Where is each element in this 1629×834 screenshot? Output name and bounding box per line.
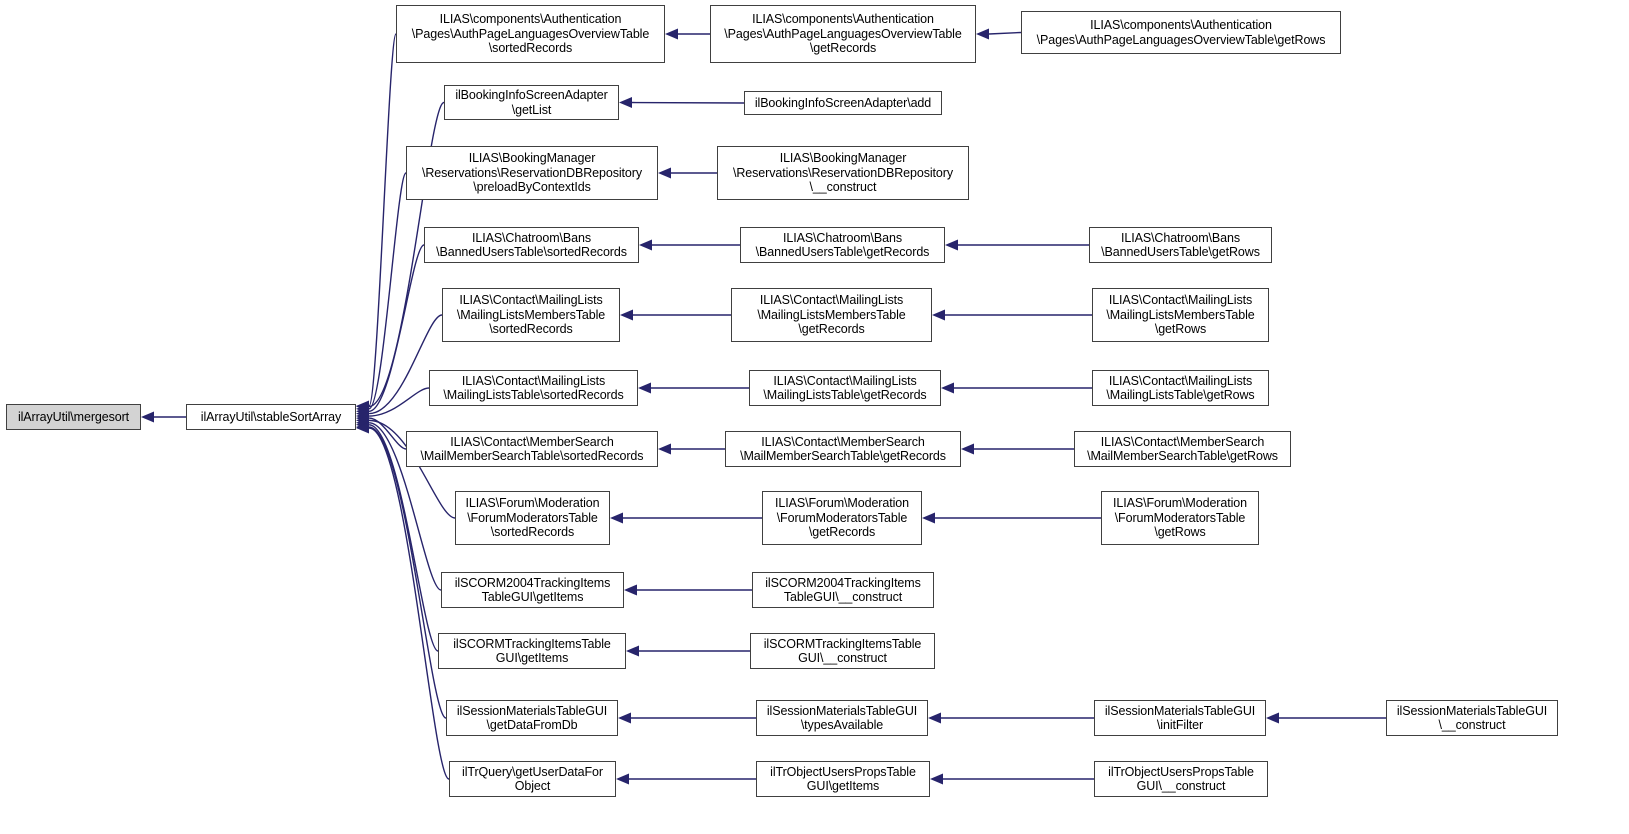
graph-node-mergesort[interactable]: ilArrayUtil\mergesort (6, 404, 141, 430)
graph-node-scorm_getItems[interactable]: ilSCORMTrackingItemsTable GUI\getItems (438, 633, 626, 669)
edge-bm_preload-to-stableSortArray (368, 172, 407, 410)
edge-arrow-auth_getRecords (665, 28, 678, 40)
edge-arrow-scorm_construct (626, 645, 639, 657)
edge-arrow-trquery_getUserData (356, 422, 369, 434)
edge-booking_getList-to-stableSortArray (368, 101, 445, 408)
graph-node-mlm_getRows[interactable]: ILIAS\Contact\MailingLists \MailingLists… (1092, 288, 1269, 342)
edge-auth_getRows-to-auth_getRecords (988, 31, 1022, 35)
graph-node-mlm_getRecords[interactable]: ILIAS\Contact\MailingLists \MailingLists… (731, 288, 932, 342)
edge-arrow-fm_getRows (922, 512, 935, 524)
graph-node-fm_getRecords[interactable]: ILIAS\Forum\Moderation \ForumModeratorsT… (762, 491, 922, 545)
edge-arrow-scorm2004_construct (624, 584, 637, 596)
graph-node-sm_getDataFromDb[interactable]: ilSessionMaterialsTableGUI \getDataFromD… (446, 700, 618, 736)
edge-arrow-sm_typesAvailable (618, 712, 631, 724)
graph-node-ml_sortedRecords[interactable]: ILIAS\Contact\MailingLists \MailingLists… (429, 370, 638, 406)
edge-arrow-bans_getRecords (639, 239, 652, 251)
graph-node-trobj_getItems[interactable]: ilTrObjectUsersPropsTable GUI\getItems (756, 761, 930, 797)
graph-node-stableSortArray[interactable]: ilArrayUtil\stableSortArray (186, 404, 356, 430)
graph-node-bans_sortedRecords[interactable]: ILIAS\Chatroom\Bans \BannedUsersTable\so… (424, 227, 639, 263)
edge-arrow-mlm_getRecords (620, 309, 633, 321)
graph-node-ms_getRows[interactable]: ILIAS\Contact\MemberSearch \MailMemberSe… (1074, 431, 1291, 467)
edge-arrow-sm_construct (1266, 712, 1279, 724)
edge-trquery_getUserData-to-stableSortArray (368, 427, 450, 780)
graph-node-ms_getRecords[interactable]: ILIAS\Contact\MemberSearch \MailMemberSe… (725, 431, 961, 467)
edge-arrow-trobj_construct (930, 773, 943, 785)
graph-node-auth_getRows[interactable]: ILIAS\components\Authentication \Pages\A… (1021, 11, 1341, 54)
edge-arrow-bans_getRows (945, 239, 958, 251)
graph-node-auth_sortedRecords[interactable]: ILIAS\components\Authentication \Pages\A… (396, 5, 665, 63)
graph-node-mlm_sortedRecords[interactable]: ILIAS\Contact\MailingLists \MailingLists… (442, 288, 620, 342)
edge-arrow-booking_add (619, 97, 632, 108)
edge-arrow-ms_getRecords (658, 443, 671, 455)
edge-arrow-stableSortArray (141, 411, 154, 423)
edge-ml_sortedRecords-to-stableSortArray (368, 387, 430, 417)
edge-arrow-auth_getRows (976, 28, 989, 40)
graph-node-ms_sortedRecords[interactable]: ILIAS\Contact\MemberSearch \MailMemberSe… (406, 431, 658, 467)
edge-booking_add-to-booking_getList (631, 101, 745, 104)
graph-node-sm_typesAvailable[interactable]: ilSessionMaterialsTableGUI \typesAvailab… (756, 700, 928, 736)
edge-mlm_sortedRecords-to-stableSortArray (368, 314, 443, 415)
edge-arrow-bm_construct (658, 167, 671, 179)
graph-node-scorm2004_construct[interactable]: ilSCORM2004TrackingItems TableGUI\__cons… (752, 572, 934, 608)
graph-node-scorm_construct[interactable]: ilSCORMTrackingItemsTable GUI\__construc… (750, 633, 935, 669)
edge-arrow-mlm_getRows (932, 309, 945, 321)
edge-bans_sortedRecords-to-stableSortArray (368, 244, 425, 412)
graph-node-bm_preload[interactable]: ILIAS\BookingManager \Reservations\Reser… (406, 146, 658, 200)
edge-auth_sortedRecords-to-stableSortArray (368, 33, 397, 407)
graph-node-bans_getRecords[interactable]: ILIAS\Chatroom\Bans \BannedUsersTable\ge… (740, 227, 945, 263)
graph-node-bm_construct[interactable]: ILIAS\BookingManager \Reservations\Reser… (717, 146, 969, 200)
edge-arrow-ml_getRecords (638, 382, 651, 394)
graph-node-fm_getRows[interactable]: ILIAS\Forum\Moderation \ForumModeratorsT… (1101, 491, 1259, 545)
graph-node-ml_getRows[interactable]: ILIAS\Contact\MailingLists \MailingLists… (1092, 370, 1269, 406)
graph-node-sm_initFilter[interactable]: ilSessionMaterialsTableGUI \initFilter (1094, 700, 1266, 736)
edge-arrow-ml_getRows (941, 382, 954, 394)
graph-node-booking_getList[interactable]: ilBookingInfoScreenAdapter \getList (444, 85, 619, 120)
edge-arrow-ms_getRows (961, 443, 974, 455)
edge-scorm_getItems-to-stableSortArray (368, 424, 439, 652)
edge-arrow-sm_initFilter (928, 712, 941, 724)
edge-sm_getDataFromDb-to-stableSortArray (368, 426, 447, 719)
edge-arrow-fm_getRecords (610, 512, 623, 524)
graph-node-auth_getRecords[interactable]: ILIAS\components\Authentication \Pages\A… (710, 5, 976, 63)
edge-ms_sortedRecords-to-stableSortArray (368, 417, 407, 450)
graph-node-bans_getRows[interactable]: ILIAS\Chatroom\Bans \BannedUsersTable\ge… (1089, 227, 1272, 263)
graph-node-scorm2004_getItems[interactable]: ilSCORM2004TrackingItems TableGUI\getIte… (441, 572, 624, 608)
graph-node-booking_add[interactable]: ilBookingInfoScreenAdapter\add (744, 91, 942, 115)
graph-node-fm_sortedRecords[interactable]: ILIAS\Forum\Moderation \ForumModeratorsT… (455, 491, 610, 545)
edge-fm_sortedRecords-to-stableSortArray (368, 419, 456, 519)
graph-node-trobj_construct[interactable]: ilTrObjectUsersPropsTable GUI\__construc… (1094, 761, 1268, 797)
graph-node-sm_construct[interactable]: ilSessionMaterialsTableGUI \__construct (1386, 700, 1558, 736)
graph-node-ml_getRecords[interactable]: ILIAS\Contact\MailingLists \MailingLists… (749, 370, 941, 406)
edge-arrow-trobj_getItems (616, 773, 629, 785)
edge-scorm2004_getItems-to-stableSortArray (368, 422, 442, 591)
graph-node-trquery_getUserData[interactable]: ilTrQuery\getUserDataFor Object (449, 761, 616, 797)
